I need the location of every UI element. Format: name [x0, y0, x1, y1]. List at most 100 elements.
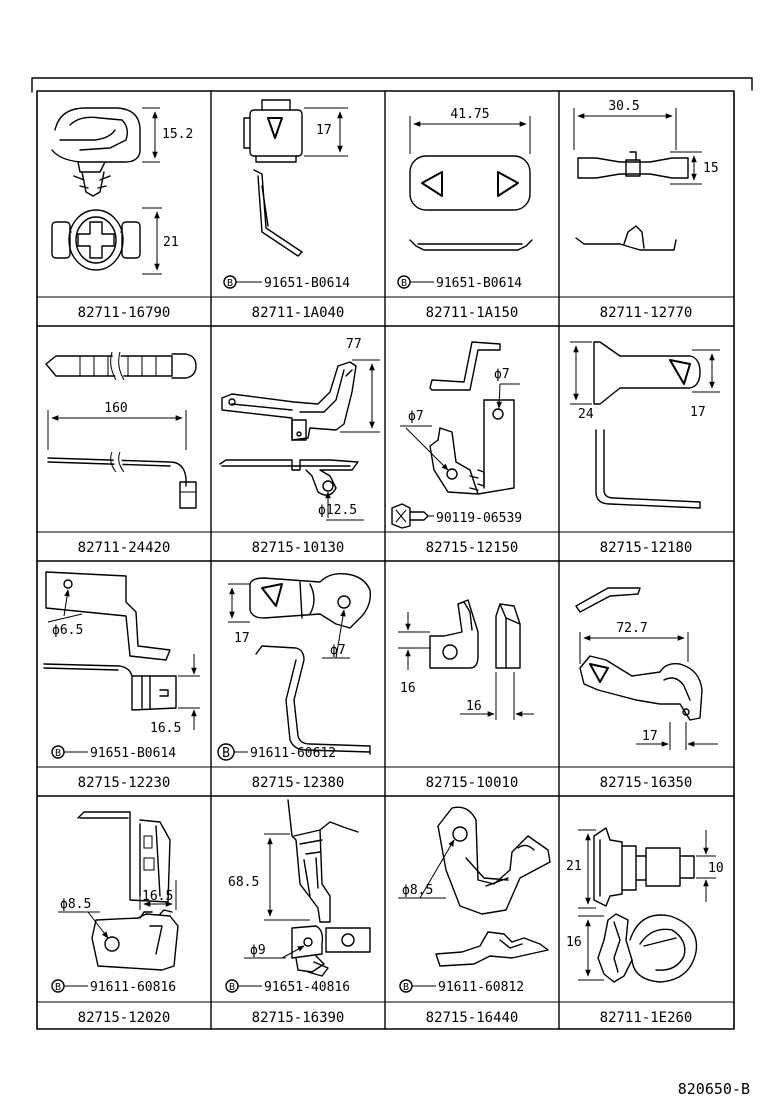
dimension-lines [47, 410, 187, 450]
screw-number: 91651-B0614 [90, 746, 176, 761]
part-drawing [45, 350, 197, 509]
part-number: 82711-1A150 [426, 305, 519, 321]
dimension-lines [325, 359, 380, 521]
dim-label: 77 [346, 337, 362, 352]
part-number: 82715-12380 [252, 775, 345, 791]
dim-label: 16 [566, 935, 582, 950]
dim-label: 21 [566, 859, 582, 874]
screw-callout: 90119-06539 [428, 511, 522, 526]
dim-label: 10 [708, 861, 724, 876]
screw-symbol: B [55, 748, 61, 759]
part-cell-82711-24420: 160 82711-24420 [45, 350, 197, 556]
screw-callout: B 91611-60816 [51, 979, 176, 995]
dim-label: ϕ6.5 [52, 623, 83, 638]
diagram-code: 820650-B [678, 1080, 750, 1098]
dim-label: 16.5 [150, 721, 181, 736]
dim-label: 160 [104, 401, 127, 416]
part-drawing [287, 799, 371, 977]
part-cell-82715-10130: 77 ϕ12.5 82715-10130 [219, 337, 380, 556]
dim-label: ϕ7 [408, 409, 424, 424]
part-number: 82715-12020 [78, 1010, 171, 1026]
dim-label: 21 [163, 235, 179, 250]
screw-symbol: B [55, 982, 61, 993]
dim-label: 17 [690, 405, 706, 420]
dimension-lines [398, 612, 534, 720]
part-cell-82711-1E260: 21 10 16 82711-1E260 [566, 827, 724, 1026]
part-cell-82715-12380: 17 ϕ7 B 91611-60612 82715-12380 [217, 572, 372, 791]
screw-callout: B 91651-B0614 [397, 275, 522, 291]
part-drawing [593, 341, 701, 509]
part-cell-82715-12180: 24 17 82715-12180 [570, 341, 720, 556]
screw-number: 90119-06539 [436, 511, 522, 526]
part-number: 82711-1E260 [600, 1010, 693, 1026]
part-cell-82711-1A150: 41.75 B 91651-B0614 82711-1A150 [397, 107, 533, 321]
screw-number: 91651-40816 [264, 980, 350, 995]
screw-number: 91651-B0614 [436, 276, 522, 291]
part-number: 82711-12770 [600, 305, 693, 321]
screw-number: 91651-B0614 [264, 276, 350, 291]
screw-symbol: B [403, 982, 409, 993]
part-number: 82715-10130 [252, 540, 345, 556]
dim-label: ϕ8.5 [60, 897, 91, 912]
screw-symbol: B [222, 746, 230, 761]
part-cell-82711-12770: 30.5 15 82711-12770 [573, 99, 719, 321]
dimension-lines [570, 341, 720, 405]
dimension-lines [398, 839, 455, 899]
part-cell-82711-1A040: 17 B 91651-B0614 82711-1A040 [223, 99, 350, 321]
dim-label: 16.5 [142, 889, 173, 904]
dimension-lines [409, 116, 531, 154]
dim-label: 15.2 [162, 127, 193, 142]
dim-label: 15 [703, 161, 719, 176]
dimension-lines [304, 107, 348, 157]
part-cell-82715-12150: ϕ7 ϕ7 90119-06539 82715-12150 [391, 341, 522, 556]
dim-label: 72.7 [616, 621, 647, 636]
screw-symbol: B [227, 278, 233, 289]
part-drawing [243, 99, 303, 257]
screw-callout: B 91651-B0614 [51, 745, 176, 761]
dim-label: ϕ7 [494, 367, 510, 382]
dim-label: 16 [466, 699, 482, 714]
dim-label: 24 [578, 407, 594, 422]
dim-label: 17 [316, 123, 332, 138]
part-number: 82715-12230 [78, 775, 171, 791]
dim-label: 41.75 [450, 107, 489, 122]
dim-label: 30.5 [608, 99, 639, 114]
screw-callout: B 91611-60812 [399, 979, 524, 995]
screw-callout: B 91651-B0614 [223, 275, 350, 291]
dim-label: ϕ7 [330, 643, 346, 658]
dimension-lines [244, 833, 310, 959]
part-drawing [593, 827, 698, 983]
dimension-lines [47, 589, 200, 730]
part-number: 82711-1A040 [252, 305, 345, 321]
dimension-lines [142, 107, 162, 275]
dimension-lines [58, 880, 177, 939]
part-cell-82715-12020: 16.5 ϕ8.5 B 91611-60816 82715-12020 [51, 811, 179, 1026]
dimension-lines [573, 108, 702, 185]
part-drawing [575, 587, 703, 721]
dim-label: ϕ9 [250, 943, 266, 958]
part-number: 82715-16390 [252, 1010, 345, 1026]
part-cell-82715-16390: 68.5 ϕ9 B 91651-40816 82715-16390 [225, 799, 371, 1026]
screw-number: 91611-60812 [438, 980, 524, 995]
part-drawing [575, 151, 689, 251]
dim-label: ϕ12.5 [318, 503, 357, 518]
dimension-lines [228, 583, 350, 659]
part-number: 82711-24420 [78, 540, 171, 556]
part-number: 82715-16350 [600, 775, 693, 791]
part-cell-82715-10010: 16 16 82715-10010 [398, 599, 534, 791]
dimension-lines [579, 632, 718, 750]
screw-symbol: B [229, 982, 235, 993]
screw-callout: B 91611-60612 [217, 743, 336, 761]
dimension-lines [400, 383, 520, 471]
part-cell-82715-12230: ϕ6.5 16.5 B 91651-B0614 82715-12230 [43, 571, 200, 791]
screw-number: 91611-60816 [90, 980, 176, 995]
part-number: 82715-16440 [426, 1010, 519, 1026]
part-cell-82715-16350: 72.7 17 82715-16350 [575, 587, 718, 791]
part-number: 82715-10010 [426, 775, 519, 791]
part-drawing [43, 571, 177, 711]
part-drawing [219, 361, 359, 496]
dim-label: ϕ8.5 [402, 883, 433, 898]
dim-label: 68.5 [228, 875, 259, 890]
dim-label: 17 [642, 729, 658, 744]
screw-number: 91611-60612 [250, 746, 336, 761]
